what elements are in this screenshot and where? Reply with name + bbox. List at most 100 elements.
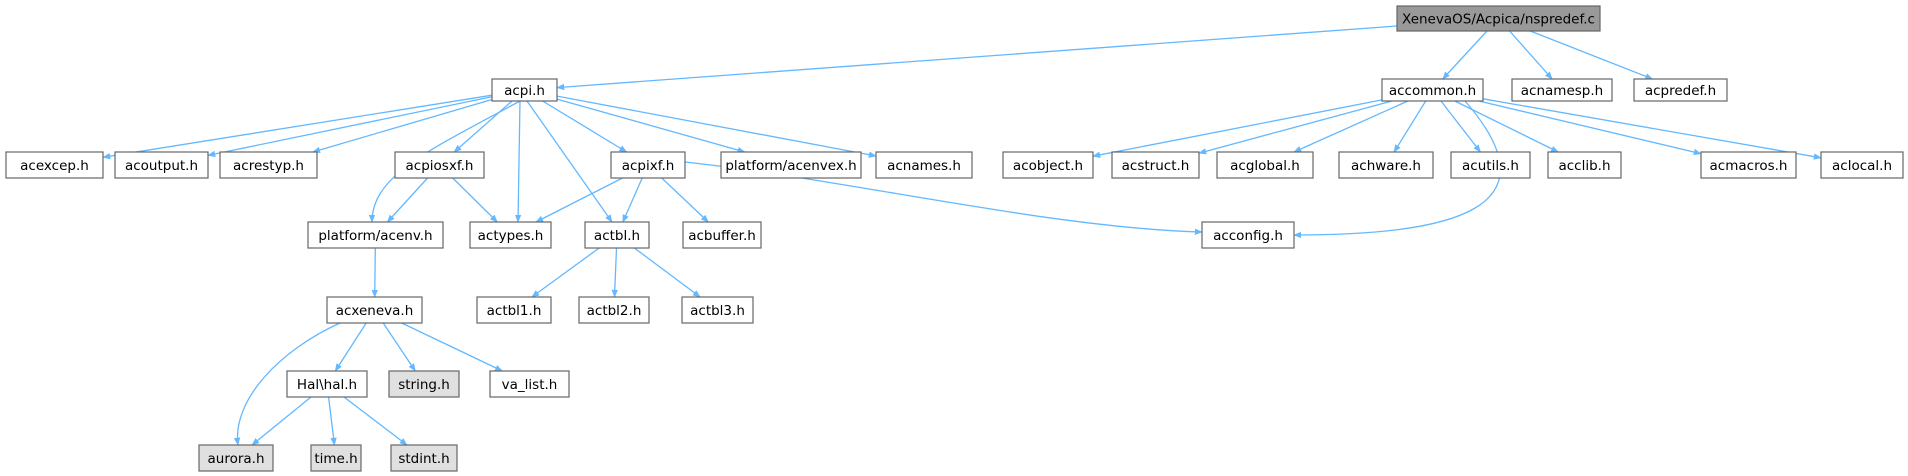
node-box-accommon — [1381, 78, 1484, 102]
node-actbl3[interactable]: actbl3.h — [681, 296, 754, 324]
node-acobject[interactable]: acobject.h — [1002, 151, 1094, 179]
node-label-acnamesp: acnamesp.h — [1521, 83, 1603, 99]
node-actypes[interactable]: actypes.h — [469, 221, 552, 249]
edge-halh-stdint — [343, 396, 408, 446]
node-box-root — [1396, 5, 1601, 32]
edge-halh-aurora — [251, 396, 312, 446]
edge-acpi-actbl — [526, 100, 613, 223]
node-acenv[interactable]: platform/acenv.h — [307, 221, 444, 249]
node-aclocal[interactable]: aclocal.h — [1820, 151, 1904, 179]
node-label-stdint: stdint.h — [398, 451, 449, 467]
edge-acpiosxf-actypes — [452, 177, 498, 223]
node-label-time: time.h — [314, 451, 357, 467]
edge-actbl-actbl1 — [531, 247, 600, 298]
node-box-acpi — [491, 78, 558, 102]
node-box-acnames — [875, 151, 973, 179]
node-valist[interactable]: va_list.h — [489, 370, 570, 398]
node-box-acbuffer — [682, 221, 762, 249]
node-acpredef[interactable]: acpredef.h — [1633, 78, 1728, 102]
edge-acpixf-actypes — [535, 177, 623, 223]
node-label-acnames: acnames.h — [887, 158, 961, 174]
node-halh[interactable]: Hal\hal.h — [286, 370, 368, 398]
node-label-accommon: accommon.h — [1389, 83, 1476, 99]
node-acrestyp[interactable]: acrestyp.h — [219, 151, 318, 179]
node-box-acnamesp — [1511, 78, 1613, 102]
node-acstruct[interactable]: acstruct.h — [1111, 151, 1200, 179]
node-label-acobject: acobject.h — [1013, 158, 1083, 174]
node-acenvex[interactable]: platform/acenvex.h — [720, 151, 862, 179]
node-actbl2[interactable]: actbl2.h — [578, 296, 650, 324]
node-label-acxeneva: acxeneva.h — [336, 303, 414, 319]
node-acutils[interactable]: acutils.h — [1450, 151, 1531, 179]
node-acglobal[interactable]: acglobal.h — [1216, 151, 1314, 179]
node-box-acstruct — [1111, 151, 1200, 179]
node-label-acenvex: platform/acenvex.h — [725, 158, 856, 174]
node-label-acglobal: acglobal.h — [1230, 158, 1300, 174]
node-box-acexcep — [5, 151, 104, 179]
node-stdint: stdint.h — [390, 444, 458, 472]
node-box-acpiosxf — [394, 151, 485, 179]
node-achware[interactable]: achware.h — [1338, 151, 1434, 179]
node-acconfig[interactable]: acconfig.h — [1201, 221, 1295, 249]
node-acnames[interactable]: acnames.h — [875, 151, 973, 179]
node-box-acglobal — [1216, 151, 1314, 179]
node-acoutput[interactable]: acoutput.h — [114, 151, 209, 179]
edge-root-acpredef — [1530, 30, 1654, 80]
node-acbuffer[interactable]: acbuffer.h — [682, 221, 762, 249]
edge-root-acpi — [556, 25, 1398, 91]
node-actbl[interactable]: actbl.h — [584, 221, 650, 249]
node-label-acpixf: acpixf.h — [622, 158, 675, 174]
node-acmacros[interactable]: acmacros.h — [1700, 151, 1797, 179]
node-box-string — [388, 370, 460, 398]
node-actbl1[interactable]: actbl1.h — [476, 296, 552, 324]
node-label-acenv: platform/acenv.h — [318, 228, 432, 244]
edge-acpi-acrestyp — [312, 98, 493, 154]
edge-acenv-acxeneva — [371, 247, 378, 298]
edge-acpi-actypes — [514, 100, 522, 223]
node-label-acmacros: acmacros.h — [1710, 158, 1788, 174]
node-box-acclib — [1547, 151, 1622, 179]
node-label-actbl1: actbl1.h — [487, 303, 542, 319]
node-label-acbuffer: acbuffer.h — [688, 228, 756, 244]
edge-accommon-acglobal — [1293, 100, 1409, 153]
node-acxeneva[interactable]: acxeneva.h — [326, 296, 423, 324]
node-box-aclocal — [1820, 151, 1904, 179]
node-box-actbl1 — [476, 296, 552, 324]
node-box-acxeneva — [326, 296, 423, 324]
node-acclib[interactable]: acclib.h — [1547, 151, 1622, 179]
node-acpiosxf[interactable]: acpiosxf.h — [394, 151, 485, 179]
edge-root-accommon — [1442, 30, 1488, 80]
edge-acxeneva-halh — [334, 322, 367, 372]
node-box-actypes — [469, 221, 552, 249]
edge-acxeneva-string — [382, 322, 416, 372]
node-box-halh — [286, 370, 368, 398]
node-label-acclib: acclib.h — [1558, 158, 1610, 174]
node-box-acutils — [1450, 151, 1531, 179]
node-box-acenv — [307, 221, 444, 249]
node-root: XenevaOS/Acpica/nspredef.c — [1396, 5, 1601, 32]
node-label-actypes: actypes.h — [478, 228, 544, 244]
edge-acpi-acpiosxf — [453, 100, 513, 153]
node-box-actbl3 — [681, 296, 754, 324]
node-acnamesp[interactable]: acnamesp.h — [1511, 78, 1613, 102]
node-box-time — [310, 444, 362, 472]
node-acpi[interactable]: acpi.h — [491, 78, 558, 102]
edge-halh-time — [327, 396, 337, 446]
edge-acpi-acpixf — [542, 100, 628, 153]
node-accommon[interactable]: accommon.h — [1381, 78, 1484, 102]
edge-accommon-acstruct — [1198, 100, 1393, 155]
node-time: time.h — [310, 444, 362, 472]
node-acpixf[interactable]: acpixf.h — [610, 151, 686, 179]
edge-accommon-achware — [1393, 100, 1427, 153]
edge-acpixf-acbuffer — [661, 177, 709, 223]
node-box-acobject — [1002, 151, 1094, 179]
node-label-valist: va_list.h — [502, 377, 558, 393]
edge-accommon-acconfig — [1293, 100, 1501, 239]
node-box-actbl2 — [578, 296, 650, 324]
edge-acpi-acexcep — [102, 94, 493, 160]
node-label-actbl2: actbl2.h — [587, 303, 642, 319]
edge-acxeneva-aurora — [233, 322, 341, 446]
node-box-actbl — [584, 221, 650, 249]
node-acexcep[interactable]: acexcep.h — [5, 151, 104, 179]
node-box-acrestyp — [219, 151, 318, 179]
